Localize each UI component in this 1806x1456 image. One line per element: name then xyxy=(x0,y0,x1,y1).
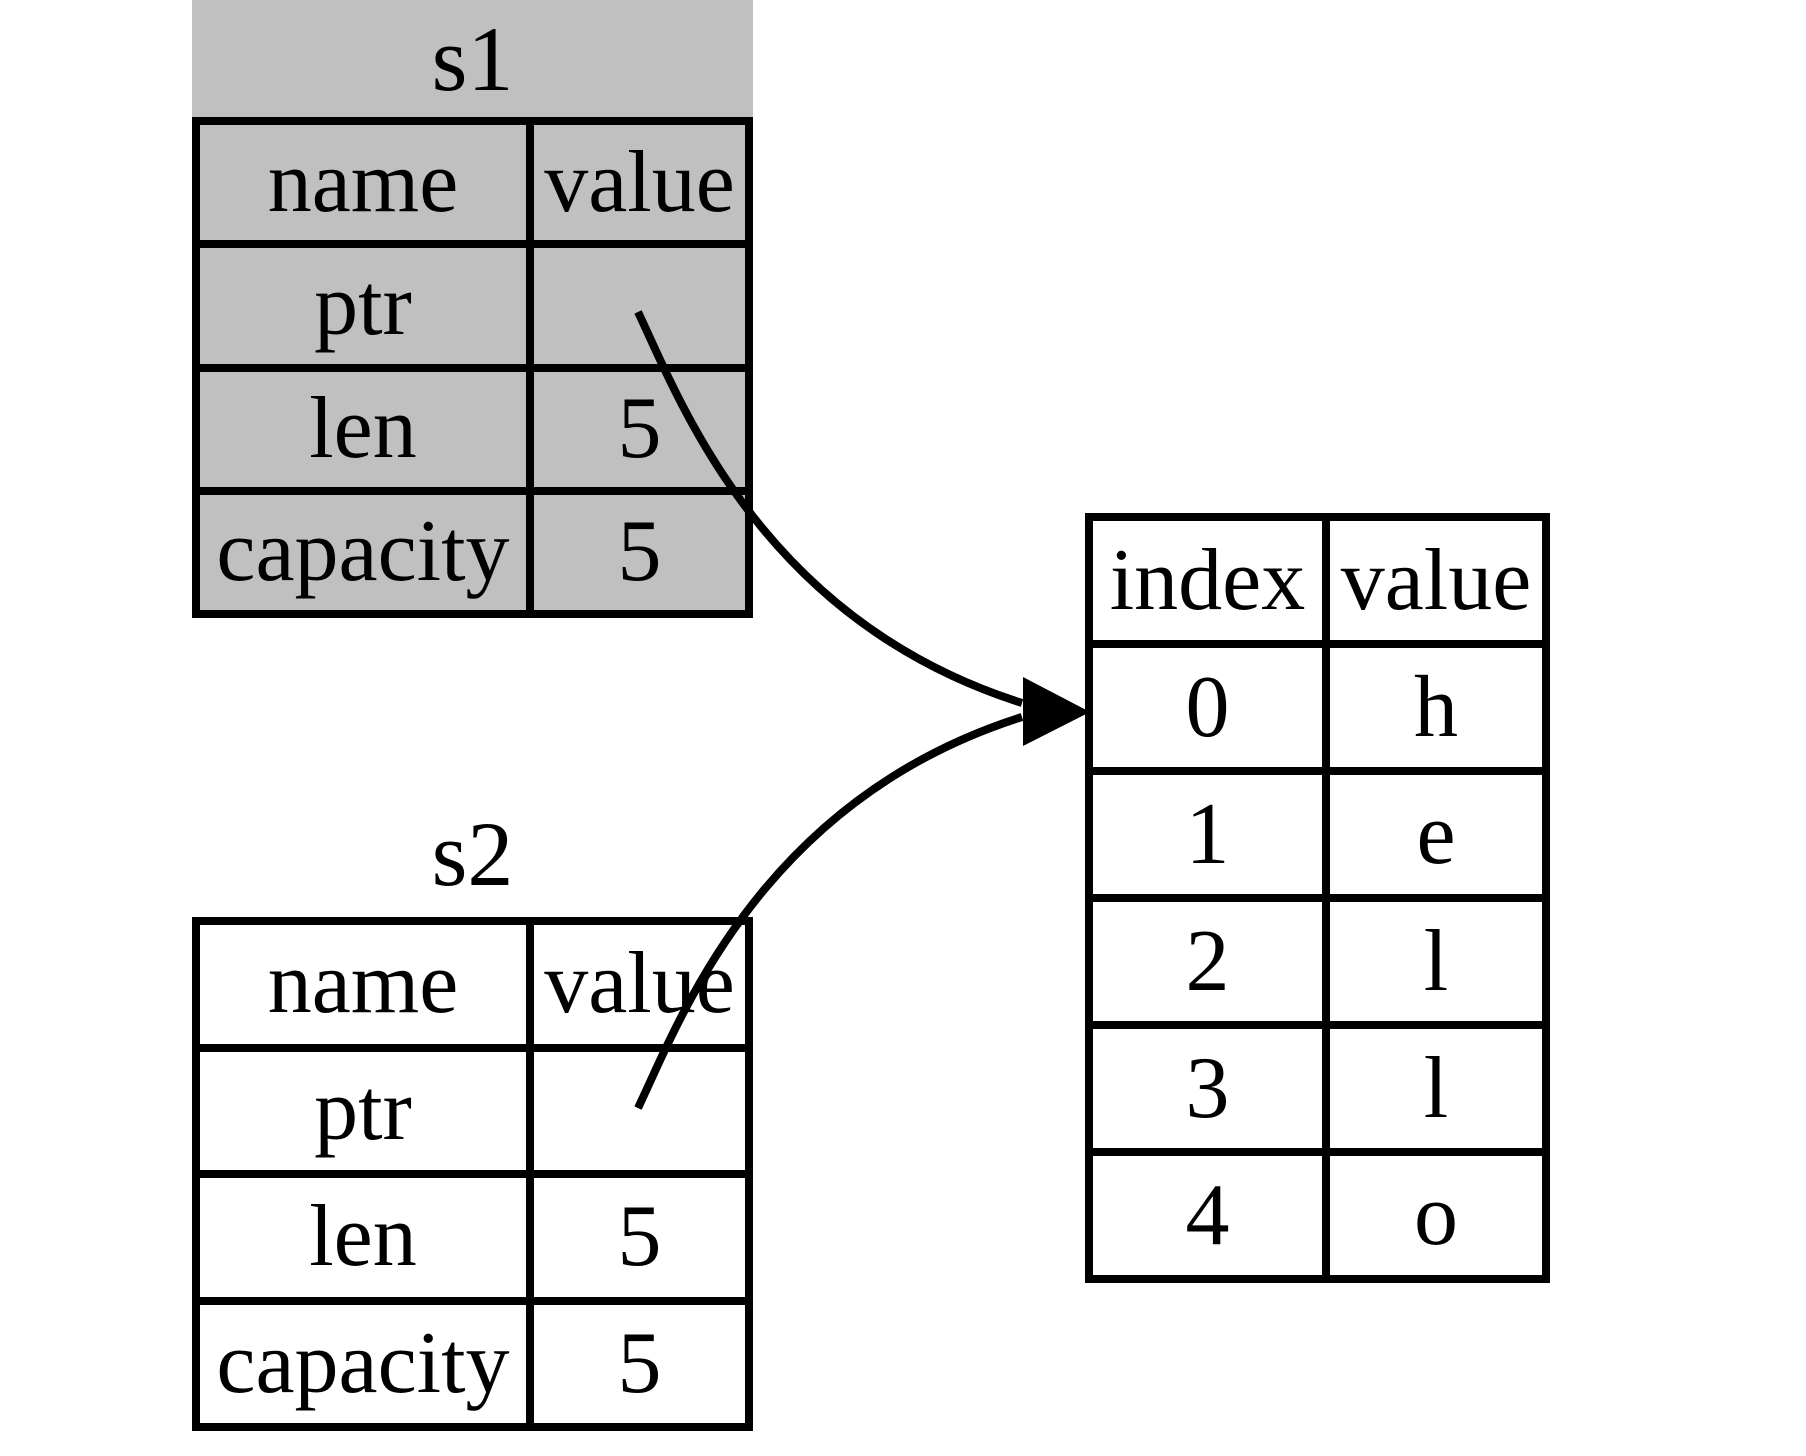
s1-header-name: name xyxy=(200,125,526,241)
heap-row-1-value: e xyxy=(1330,775,1542,894)
heap-header-value: value xyxy=(1330,521,1542,640)
heap-row-4-value: o xyxy=(1330,1156,1542,1275)
arrowhead-icon xyxy=(1023,677,1090,746)
s2-struct-group: s2 name value ptr len 5 capacity 5 xyxy=(192,790,753,1431)
s2-row-ptr-value xyxy=(534,1051,745,1170)
s1-struct-group: s1 name value ptr len 5 capacity 5 xyxy=(192,0,753,618)
heap-row-0-index: 0 xyxy=(1093,648,1322,767)
heap-row-3-value: l xyxy=(1330,1029,1542,1148)
heap-buffer-table: index value 0 h 1 e 2 l 3 l 4 o xyxy=(1085,513,1550,1283)
heap-row-2-value: l xyxy=(1330,902,1542,1021)
heap-row-1-index: 1 xyxy=(1093,775,1322,894)
s1-row-capacity-value: 5 xyxy=(534,494,745,610)
s1-row-len-value: 5 xyxy=(534,371,745,487)
s2-header-value: value xyxy=(534,925,745,1044)
heap-row-0-value: h xyxy=(1330,648,1542,767)
s1-row-capacity-name: capacity xyxy=(200,494,526,610)
s2-row-len-name: len xyxy=(200,1178,526,1297)
s2-table: name value ptr len 5 capacity 5 xyxy=(192,917,753,1431)
s2-row-ptr-name: ptr xyxy=(200,1051,526,1170)
s1-row-len-name: len xyxy=(200,371,526,487)
heap-row-3-index: 3 xyxy=(1093,1029,1322,1148)
s1-header-value: value xyxy=(534,125,745,241)
s1-table: name value ptr len 5 capacity 5 xyxy=(192,117,753,618)
s2-row-capacity-value: 5 xyxy=(534,1304,745,1423)
s1-row-ptr-name: ptr xyxy=(200,248,526,364)
s2-title: s2 xyxy=(431,802,514,905)
s2-header-name: name xyxy=(200,925,526,1044)
heap-row-2-index: 2 xyxy=(1093,902,1322,1021)
s2-row-capacity-name: capacity xyxy=(200,1304,526,1423)
heap-row-4-index: 4 xyxy=(1093,1156,1322,1275)
s1-row-ptr-value xyxy=(534,248,745,364)
heap-header-index: index xyxy=(1093,521,1322,640)
s1-title: s1 xyxy=(431,7,514,110)
s2-row-len-value: 5 xyxy=(534,1178,745,1297)
